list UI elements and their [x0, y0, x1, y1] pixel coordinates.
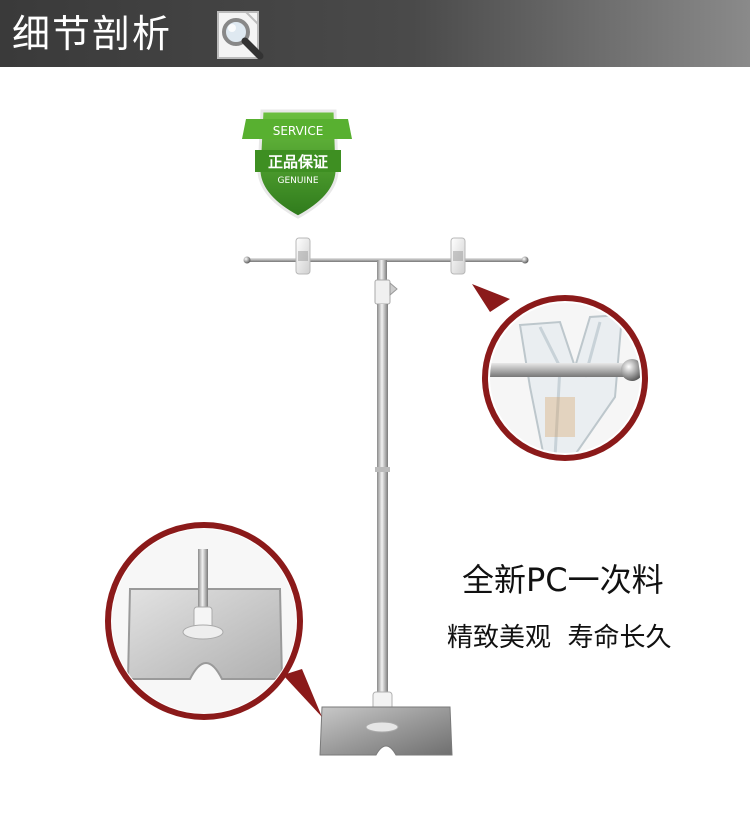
badge-top-text: SERVICE [273, 124, 324, 138]
badge-bottom-text: GENUINE [277, 176, 318, 186]
upright-pole [377, 304, 388, 694]
service-badge: SERVICE 正品保证 GENUINE [242, 109, 352, 219]
magnifier-icon [217, 11, 264, 60]
poster-stand-illustration: SERVICE 正品保证 GENUINE [105, 109, 648, 756]
badge-middle-text: 正品保证 [268, 153, 328, 171]
features-caption: 精致美观 寿命长久 [447, 623, 672, 653]
header-bar: 细节剖析 [0, 0, 750, 67]
clip-detail-callout [472, 284, 648, 461]
page-title: 细节剖析 [12, 12, 173, 56]
material-caption: 全新PC一次料 [462, 561, 664, 599]
product-scene: SERVICE 正品保证 GENUINE [0, 67, 750, 823]
base-detail-callout [105, 522, 322, 720]
crossbar [243, 237, 529, 305]
